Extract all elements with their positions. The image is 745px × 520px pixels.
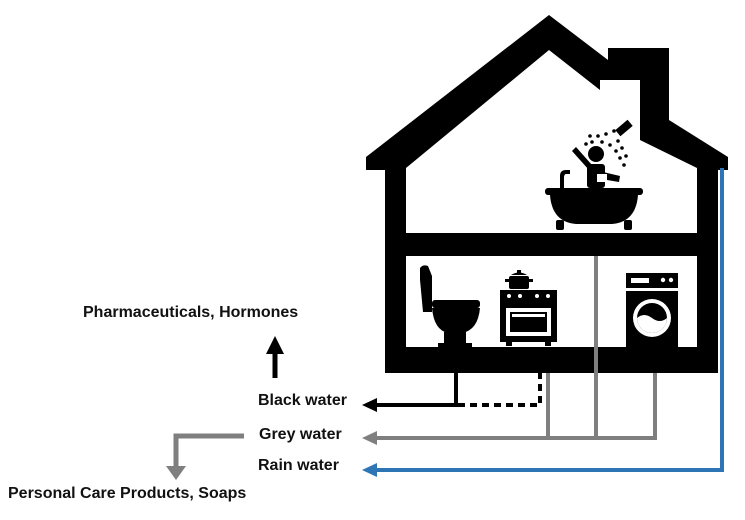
shower-icon [584,119,633,167]
toilet-icon [420,265,480,347]
black-water-arrowhead [362,398,377,412]
grey-water-arrowhead [362,431,377,445]
black-water-label: Black water [258,392,347,409]
stove-icon [500,270,557,346]
rain-water-arrowhead [362,463,377,477]
personal-care-label: Personal Care Products, Soaps [8,485,247,502]
grey-water-label: Grey water [259,426,342,443]
rain-water-label: Rain water [258,457,339,474]
bathtub-icon [545,146,643,230]
washing-machine-icon [626,273,678,347]
pharmaceuticals-label: Pharmaceuticals, Hormones [83,304,299,321]
rain-water-pipe [375,168,724,472]
grey-water-pipe [375,256,657,440]
house [366,15,728,373]
personal-care-arrow [166,433,244,480]
black-water-pipe [375,373,542,407]
house-frame [366,15,728,373]
pharmaceuticals-arrow [266,336,284,378]
